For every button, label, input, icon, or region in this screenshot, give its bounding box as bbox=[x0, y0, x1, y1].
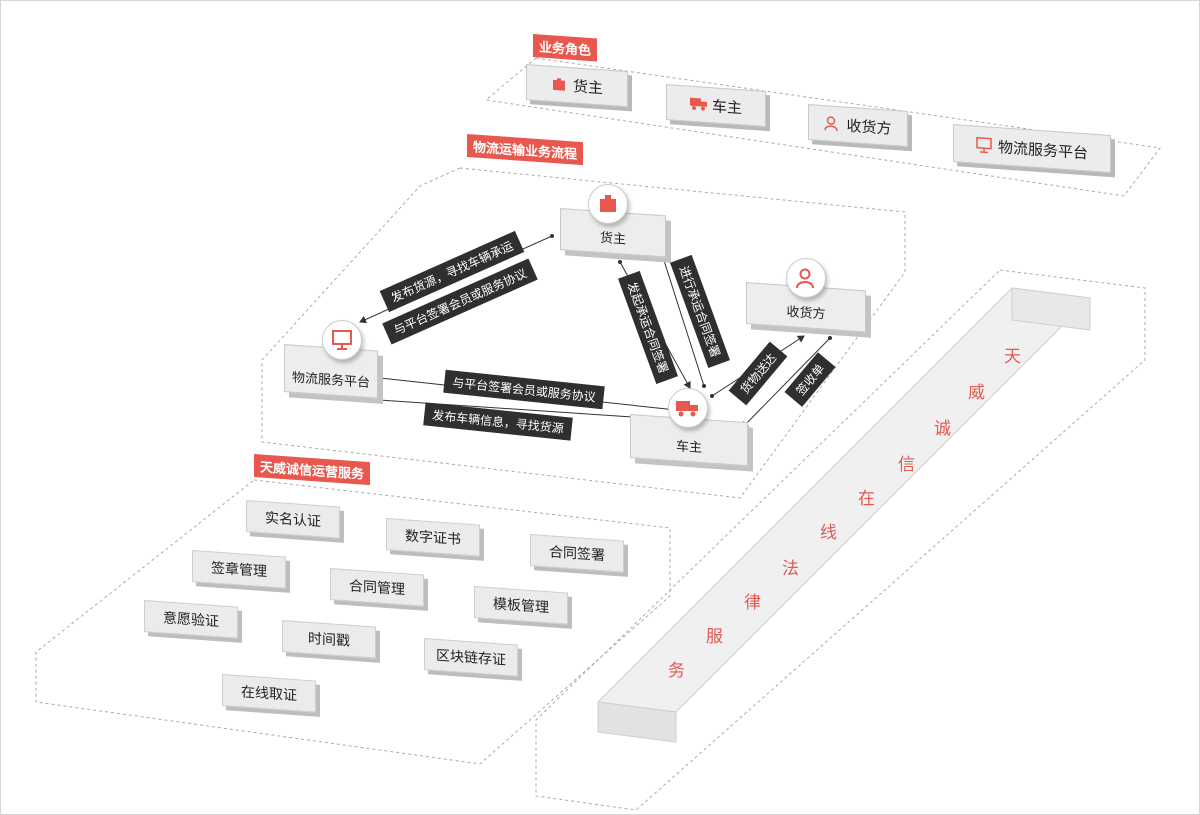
role-shipper: 货主 bbox=[526, 64, 628, 108]
service-item: 模板管理 bbox=[474, 586, 568, 625]
legal-service-char: 法 bbox=[782, 559, 799, 578]
legal-bar-front bbox=[597, 701, 677, 743]
legal-service-char: 线 bbox=[820, 523, 837, 542]
service-item: 意愿验证 bbox=[144, 600, 238, 639]
service-item: 实名认证 bbox=[246, 500, 340, 539]
legal-bar-end bbox=[1011, 287, 1091, 331]
legal-service-char: 信 bbox=[898, 455, 915, 474]
service-item: 在线取证 bbox=[222, 674, 316, 713]
legal-service-char: 在 bbox=[858, 489, 875, 508]
role-carrier: 车主 bbox=[666, 84, 766, 127]
service-item: 合同签署 bbox=[530, 534, 624, 573]
service-item: 合同管理 bbox=[330, 568, 424, 607]
legal-service-char: 务 bbox=[668, 661, 685, 680]
receiver-circle-icon bbox=[786, 258, 826, 298]
shipper-circle-icon bbox=[588, 184, 628, 224]
role-label: 收货方 bbox=[846, 117, 892, 138]
role-label: 货主 bbox=[572, 77, 603, 97]
legal-service-char: 威 bbox=[968, 383, 985, 402]
legal-service-char: 诚 bbox=[934, 419, 951, 438]
roles-section-title: 业务角色 bbox=[533, 34, 598, 62]
node-label: 车主 bbox=[675, 438, 702, 456]
legal-platform bbox=[535, 269, 1146, 811]
legal-service-char: 服 bbox=[706, 627, 723, 646]
legal-service-char: 天 bbox=[1004, 347, 1021, 366]
node-label: 货主 bbox=[599, 229, 626, 247]
roles-platform bbox=[484, 57, 1161, 197]
service-item: 区块链存证 bbox=[424, 638, 518, 677]
services-platform bbox=[35, 479, 671, 765]
role-label: 车主 bbox=[711, 97, 742, 117]
monitor-icon bbox=[976, 136, 992, 154]
cargo-box-icon bbox=[551, 76, 567, 93]
node-label: 收货方 bbox=[786, 303, 826, 322]
platform-circle-icon bbox=[322, 320, 362, 360]
carrier-circle-icon bbox=[668, 388, 708, 428]
truck-icon bbox=[689, 96, 707, 113]
role-receiver: 收货方 bbox=[808, 104, 908, 147]
legal-service-char: 律 bbox=[744, 593, 761, 612]
role-label: 物流服务平台 bbox=[997, 138, 1088, 162]
person-receive-icon bbox=[824, 115, 840, 132]
service-item: 数字证书 bbox=[386, 518, 480, 557]
service-item: 时间戳 bbox=[282, 620, 376, 659]
node-label: 物流服务平台 bbox=[291, 369, 370, 391]
service-item: 签章管理 bbox=[192, 550, 286, 589]
flow-platform bbox=[261, 167, 906, 499]
role-platform: 物流服务平台 bbox=[953, 124, 1111, 174]
